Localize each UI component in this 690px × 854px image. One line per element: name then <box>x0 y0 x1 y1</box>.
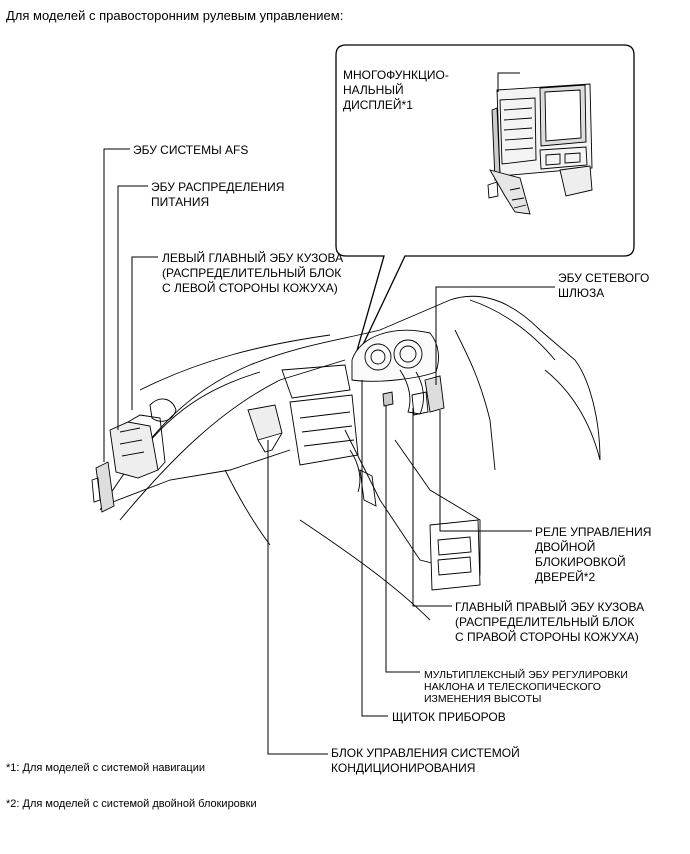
label-right-body-ecu: ГЛАВНЫЙ ПРАВЫЙ ЭБУ КУЗОВА (РАСПРЕДЕЛИТЕЛ… <box>455 600 645 644</box>
label-power-distribution-ecu: ЭБУ РАСПРЕДЕЛЕНИЯ ПИТАНИЯ <box>151 180 285 209</box>
right-ecu-group <box>382 375 445 416</box>
ac-control-module <box>247 404 283 453</box>
leader-lines <box>103 72 555 755</box>
multifunction-display-unit <box>487 83 593 215</box>
footnote-navigation: *1: Для моделей с системой навигации <box>6 762 206 774</box>
footnote-double-lock: *2: Для моделей с системой двойной блоки… <box>6 798 257 810</box>
label-instrument-panel: ЩИТОК ПРИБОРОВ <box>392 710 506 724</box>
dashboard-outline <box>99 295 601 621</box>
center-console <box>281 364 481 591</box>
label-tilt-telescopic-ecu: МУЛЬТИПЛЕКСНЫЙ ЭБУ РЕГУЛИРОВКИ НАКЛОНА И… <box>424 669 628 705</box>
label-double-lock-relay: РЕЛЕ УПРАВЛЕНИЯ ДВОЙНОЙ БЛОКИРОВКОЙ ДВЕР… <box>535 525 652 584</box>
header-text: Для моделей с правосторонним рулевым упр… <box>6 8 344 23</box>
label-afs-ecu: ЭБУ СИСТЕМЫ AFS <box>133 143 249 157</box>
label-gateway-ecu: ЭБУ СЕТЕВОГО ШЛЮЗА <box>558 271 650 300</box>
instrument-cluster <box>351 329 439 415</box>
label-left-body-ecu: ЛЕВЫЙ ГЛАВНЫЙ ЭБУ КУЗОВА (РАСПРЕДЕЛИТЕЛЬ… <box>162 251 344 295</box>
left-ecu-group <box>91 398 177 513</box>
label-multifunction-display: МНОГОФУНКЦИО- НАЛЬНЫЙ ДИСПЛЕЙ*1 <box>343 68 449 112</box>
label-ac-control-unit: БЛОК УПРАВЛЕНИЯ СИСТЕМОЙ КОНДИЦИОНИРОВАН… <box>331 746 520 775</box>
